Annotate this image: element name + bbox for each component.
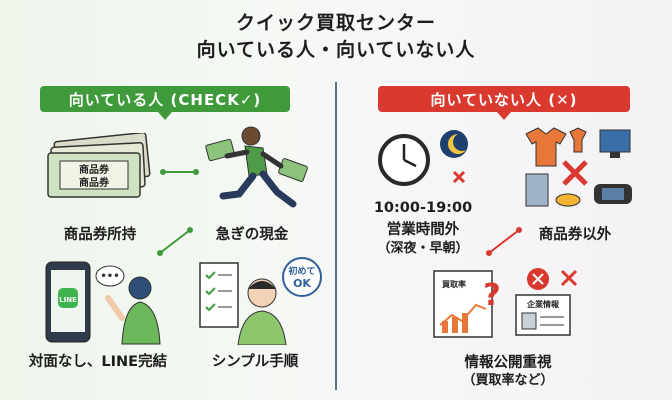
info-disclosure-icon: 買取率 ? 企業情報: [433, 268, 578, 338]
page-subtitle: 向いている人・向いていない人: [196, 39, 476, 61]
unsuitable-item-hours-note: （深夜・早朝）: [377, 241, 469, 256]
svg-text:買取率: 買取率: [442, 279, 466, 289]
svg-text:商品券: 商品券: [79, 163, 110, 176]
smartphone-line-icon: LINE •••: [45, 261, 161, 345]
unsuitable-item-other-goods: 商品券以外: [538, 227, 612, 243]
svg-text:企業情報: 企業情報: [526, 299, 560, 309]
other-goods-icon: [525, 127, 632, 207]
running-man-cash-icon: [205, 126, 308, 208]
suitable-item-cash: 急ぎの現金: [215, 227, 289, 243]
svg-text:?: ?: [483, 278, 500, 313]
svg-text:•••: •••: [100, 271, 119, 282]
suitable-item-voucher: 商品券所持: [63, 227, 137, 243]
unsuitable-banner: 向いていない人 (✕): [378, 86, 630, 120]
clock-moon-icon: [378, 130, 468, 186]
unsuitable-item-hours-time: 10:00-19:00: [373, 200, 473, 216]
suitable-item-simple: シンプル手順: [211, 354, 299, 370]
page-title: クイック買取センター: [235, 12, 436, 34]
svg-text:初めて: 初めて: [288, 265, 315, 277]
svg-text:OK: OK: [293, 277, 311, 290]
unsuitable-item-disclosure: 情報公開重視: [464, 355, 552, 371]
center-divider: [335, 82, 337, 390]
checklist-person-icon: 初めて OK: [199, 257, 322, 345]
suitable-banner: 向いている人 (CHECK✓): [40, 86, 290, 120]
suitable-item-line: 対面なし、LINE完結: [28, 354, 168, 370]
unsuitable-item-hours: 営業時間外: [386, 222, 460, 238]
svg-text:商品券: 商品券: [79, 176, 110, 189]
svg-text:LINE: LINE: [59, 296, 77, 304]
unsuitable-item-disclosure-note: （買取率など）: [462, 373, 554, 388]
gift-voucher-icon: 商品券 商品券: [47, 133, 151, 198]
